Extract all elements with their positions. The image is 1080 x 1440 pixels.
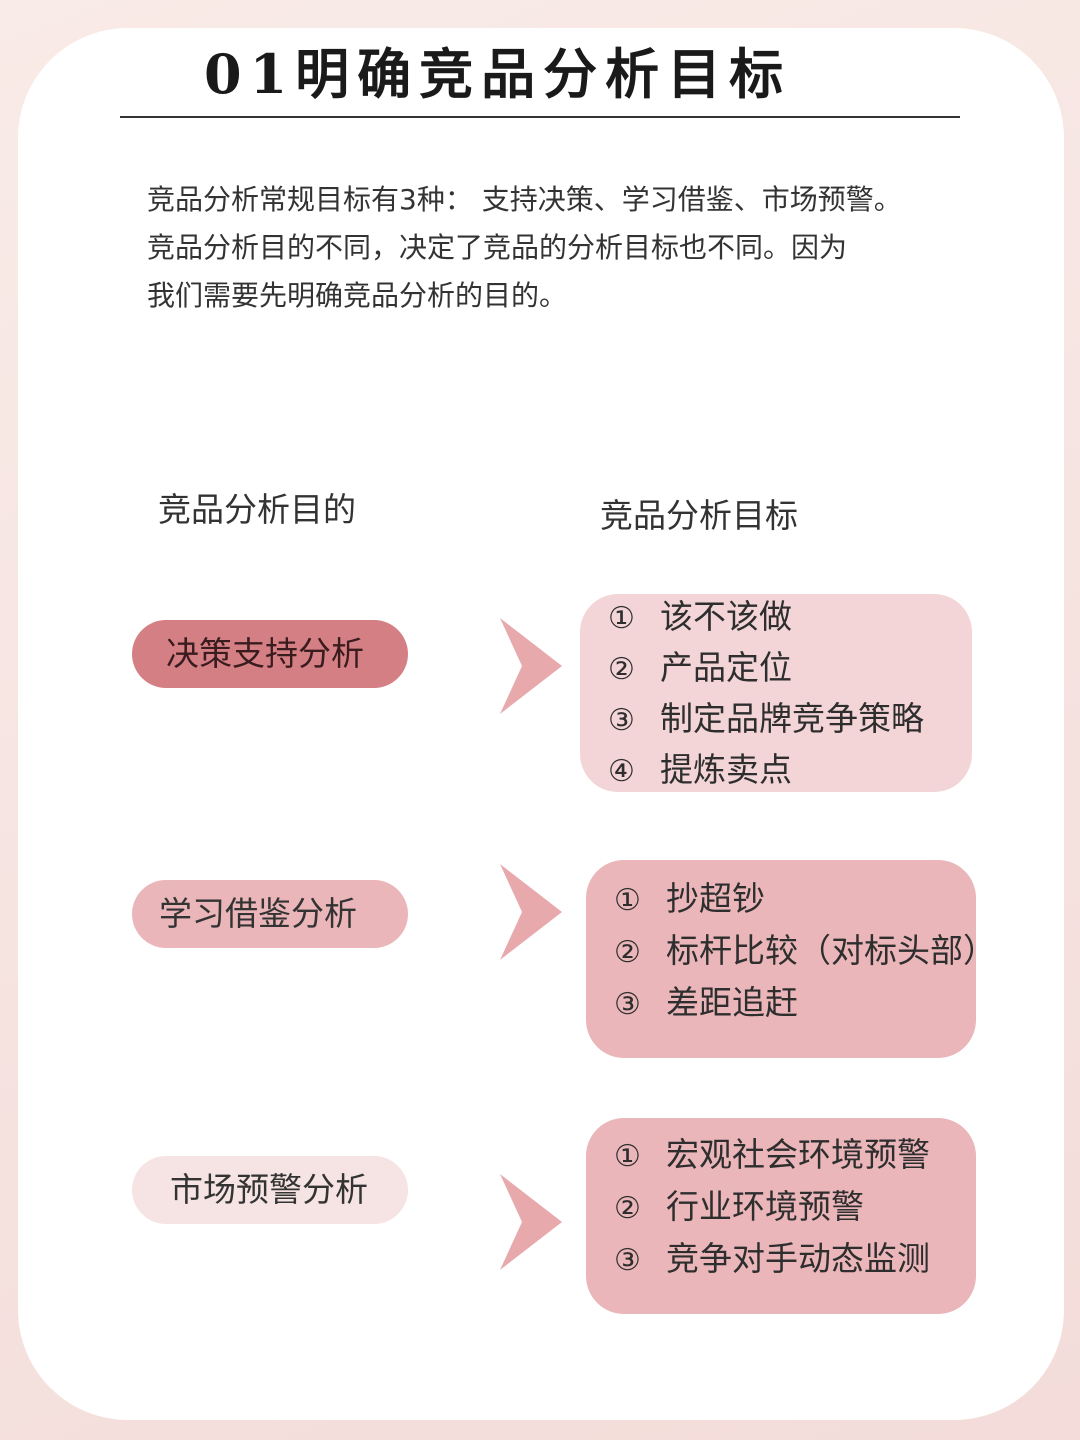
purpose-pill-market: 市场预警分析 [132,1156,408,1224]
goal-box-learning: ① 抄超钞 ② 标杆比较（对标头部） ③ 差距追赶 [586,860,996,1058]
chevron-right-icon [500,1174,562,1270]
item-number: ② [614,1191,641,1226]
item-number: ① [614,883,641,918]
item-number: ① [614,1139,641,1174]
item-text: 宏观社会环境预警 [666,1135,930,1174]
item-number: ② [608,652,635,687]
list-item: ③ 制定品牌竞争策略 [608,696,924,747]
purpose-pill-decision: 决策支持分析 [132,620,408,688]
item-text: 制定品牌竞争策略 [660,699,924,738]
list-item: ② 产品定位 [608,645,924,696]
chevron-right-icon [500,618,562,714]
item-text: 抄超钞 [666,879,765,918]
item-text: 标杆比较（对标头部） [666,931,996,970]
goal-box-decision: ① 该不该做 ② 产品定位 ③ 制定品牌竞争策略 ④ 提炼卖点 [580,594,972,792]
list-item: ④ 提炼卖点 [608,747,924,798]
item-text: 该不该做 [660,597,792,636]
goal-list: ① 该不该做 ② 产品定位 ③ 制定品牌竞争策略 ④ 提炼卖点 [608,594,924,798]
item-text: 行业环境预警 [666,1187,864,1226]
list-item: ③ 竞争对手动态监测 [614,1236,930,1288]
intro-line: 我们需要先明确竞品分析的目的。 [147,279,568,312]
item-text: 提炼卖点 [660,750,792,789]
item-number: ② [614,935,641,970]
intro-line: 竞品分析目的不同，决定了竞品的分析目标也不同。因为 [147,231,848,264]
item-number: ③ [608,703,635,738]
purpose-pill-learning: 学习借鉴分析 [132,880,408,948]
list-item: ③ 差距追赶 [614,980,996,1032]
list-item: ① 宏观社会环境预警 [614,1132,930,1184]
item-number: ④ [608,754,635,789]
goal-column-heading: 竞品分析目标 [600,496,798,535]
goal-box-market: ① 宏观社会环境预警 ② 行业环境预警 ③ 竞争对手动态监测 [586,1118,976,1314]
item-number: ③ [614,1243,641,1278]
goal-list: ① 抄超钞 ② 标杆比较（对标头部） ③ 差距追赶 [614,876,996,1032]
goal-list: ① 宏观社会环境预警 ② 行业环境预警 ③ 竞争对手动态监测 [614,1132,930,1288]
list-item: ② 行业环境预警 [614,1184,930,1236]
intro-paragraph: 竞品分析常规目标有3种： 支持决策、学习借鉴、市场预警。 竞品分析目的不同，决定… [147,176,1017,320]
chevron-right-icon [500,864,562,960]
item-number: ① [608,601,635,636]
item-text: 竞争对手动态监测 [666,1239,930,1278]
list-item: ② 标杆比较（对标头部） [614,928,996,980]
list-item: ① 抄超钞 [614,876,996,928]
item-number: ③ [614,987,641,1022]
intro-line: 竞品分析常规目标有3种： 支持决策、学习借鉴、市场预警。 [147,183,902,216]
purpose-column-heading: 竞品分析目的 [158,490,356,529]
page-title: 01明确竞品分析目标 [204,42,792,106]
item-text: 差距追赶 [666,983,798,1022]
title-bar: 01明确竞品分析目标 [120,36,960,118]
item-text: 产品定位 [660,648,792,687]
list-item: ① 该不该做 [608,594,924,645]
